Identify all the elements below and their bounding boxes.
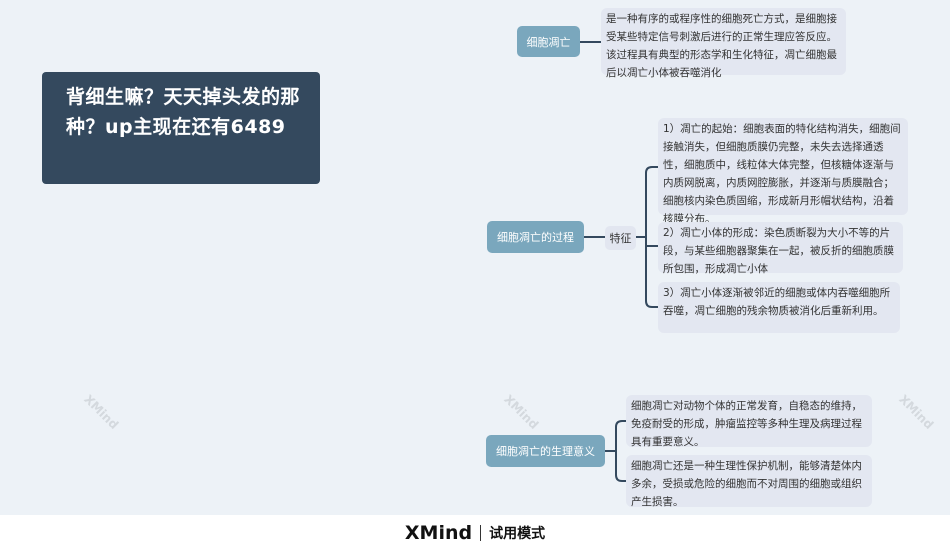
- topic-apoptosis[interactable]: 细胞凋亡: [517, 26, 580, 57]
- detail-apoptosis-definition[interactable]: 是一种有序的或程序性的细胞死亡方式，是细胞接受某些特定信号刺激后进行的正常生理应…: [601, 8, 846, 79]
- xmind-logo: XMind: [404, 522, 473, 544]
- detail-process-step-2[interactable]: 2）凋亡小体的形成：染色质断裂为大小不等的片段，与某些细胞器聚集在一起，被反折的…: [658, 222, 903, 275]
- detail-significance-2[interactable]: 细胞凋亡还是一种生理性保护机制，能够清楚体内多余，受损或危险的细胞而不对周围的细…: [626, 455, 872, 508]
- topic-apoptosis-process[interactable]: 细胞凋亡的过程: [487, 221, 584, 253]
- detail-significance-1[interactable]: 细胞凋亡对动物个体的正常发育，自稳态的维持，免疫耐受的形成，肿瘤监控等多种生理及…: [626, 395, 872, 448]
- central-topic[interactable]: 背细生嘛？天天掉头发的那种？up主现在还有6489: [42, 72, 320, 184]
- topic-physiological-significance[interactable]: 细胞凋亡的生理意义: [486, 435, 605, 467]
- detail-process-step-3[interactable]: 3）凋亡小体逐渐被邻近的细胞或体内吞噬细胞所吞噬，凋亡细胞的残余物质被消化后重新…: [658, 282, 900, 333]
- divider: [480, 525, 482, 541]
- trial-mode-label: 试用模式: [489, 526, 546, 542]
- trial-mode-footer: XMind 试用模式: [0, 515, 950, 551]
- subtopic-features[interactable]: 特征: [605, 226, 636, 250]
- detail-process-step-1[interactable]: 1）凋亡的起始：细胞表面的特化结构消失，细胞间接触消失，但细胞质膜仍完整，未失去…: [658, 118, 908, 225]
